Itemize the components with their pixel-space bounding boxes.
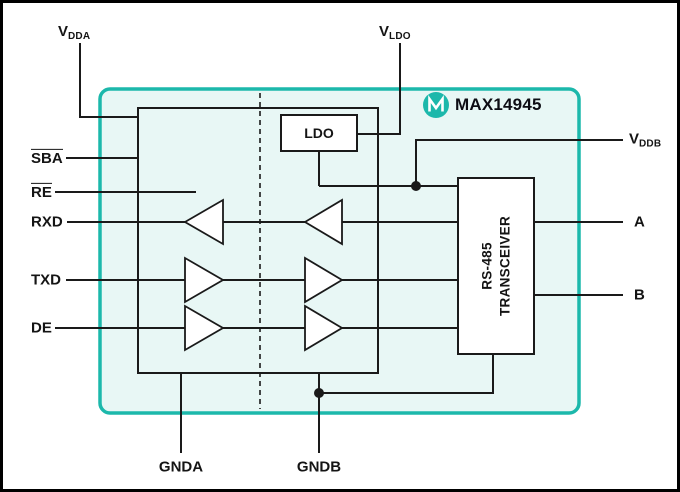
pin-label-gndb-text: GNDB <box>296 458 342 476</box>
chip-name-text: MAX14945 <box>455 95 542 115</box>
pin-label-b: B <box>634 286 645 303</box>
receiver-buffer-b <box>303 198 343 246</box>
wire-ldo-output <box>318 151 458 187</box>
ldo-label-text: LDO <box>304 124 334 141</box>
wires <box>55 43 623 453</box>
pin-label-vddb: VDDB <box>629 130 661 150</box>
pin-label-txd-text: TXD <box>31 271 61 289</box>
pin-label-gndb: GNDB <box>297 458 341 475</box>
pin-label-gnda-text: GNDA <box>158 458 204 476</box>
junction-dot-gndb <box>314 388 324 398</box>
maxim-logo-circle <box>423 92 449 118</box>
pin-label-vldo: VLDO <box>379 23 411 43</box>
pin-label-vdda-base: V <box>58 23 69 40</box>
pin-label-txd: TXD <box>31 271 61 288</box>
maxim-logo-icon <box>423 92 449 118</box>
pin-label-de-text: DE <box>31 319 52 337</box>
chip-name: MAX14945 <box>455 95 542 115</box>
pin-label-b-text: B <box>634 286 645 304</box>
pin-label-rxd-text: RXD <box>31 213 63 231</box>
transceiver-label-line1: RS-485 <box>479 242 495 290</box>
pin-label-sba-text: SBA <box>31 148 63 167</box>
pin-label-gnda: GNDA <box>159 458 203 475</box>
driver-buffer-txd-b <box>304 256 344 304</box>
wire-vdda <box>79 43 138 118</box>
wire-vddb <box>415 139 623 186</box>
buffers <box>183 198 344 352</box>
maxim-logo-m <box>428 94 444 112</box>
transceiver-label-line2: TRANSCEIVER <box>497 215 512 317</box>
ldo-box <box>280 114 358 152</box>
driver-buffer-de-b <box>304 304 344 352</box>
pin-label-de: DE <box>31 319 52 336</box>
transceiver-label: RS-485 TRANSCEIVER <box>478 216 513 316</box>
diagram-canvas <box>55 43 623 453</box>
pin-label-vddb-sub: DDB <box>639 138 662 150</box>
pin-label-a-text: A <box>634 213 645 231</box>
driver-buffer-de-a <box>184 304 225 352</box>
pin-label-rxd: RXD <box>31 213 63 230</box>
wire-gndb <box>318 354 494 453</box>
pin-label-vdda: VDDA <box>58 23 90 43</box>
pin-label-a: A <box>634 213 645 230</box>
pin-label-vdda-sub: DDA <box>68 31 91 42</box>
pin-label-re: RE <box>31 182 52 201</box>
pin-label-sba: SBA <box>31 148 63 167</box>
ldo-label: LDO <box>304 125 334 141</box>
logic-block-outline <box>137 107 379 374</box>
transceiver-box <box>457 177 535 355</box>
pin-label-vldo-base: V <box>379 23 390 40</box>
driver-buffer-txd-a <box>184 256 225 304</box>
junction-dot-vddb <box>411 181 421 191</box>
pin-label-vldo-sub: LDO <box>389 31 411 42</box>
wire-vldo <box>357 43 401 135</box>
pin-label-vddb-base: V <box>629 130 640 148</box>
pin-label-re-text: RE <box>31 182 52 201</box>
receiver-buffer-a <box>183 198 224 246</box>
